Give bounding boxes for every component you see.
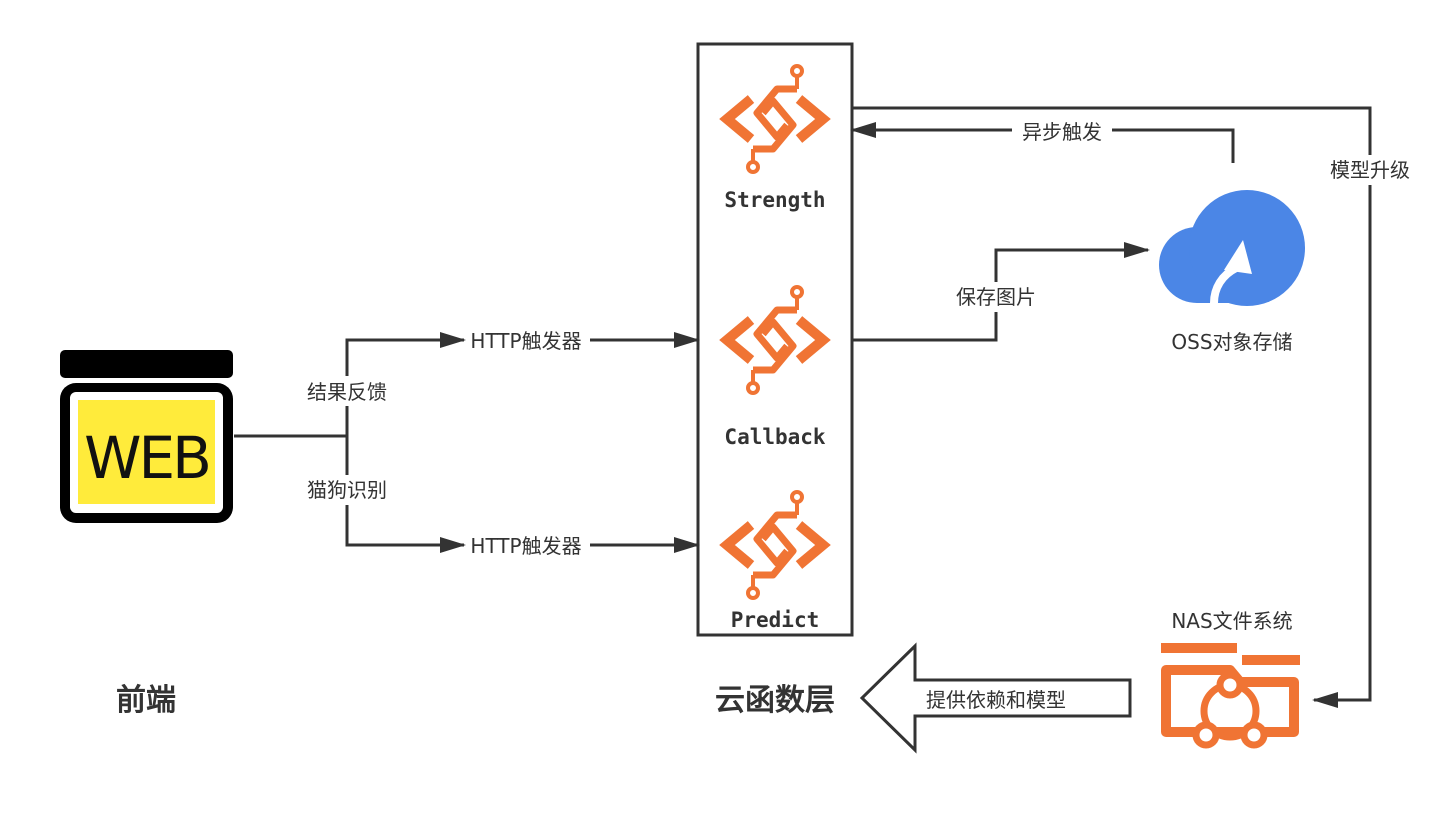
provide-deps-arrow: [859, 642, 1132, 754]
edge-label-provide-deps: 提供依赖和模型: [926, 688, 1066, 712]
edge-label-recognition: 猫狗识别: [307, 478, 387, 502]
function-layer-section-title: 云函数层: [715, 683, 835, 718]
edge-label-http-trigger-top: HTTP触发器: [470, 329, 581, 353]
callback-function-label: Callback: [724, 425, 826, 449]
predict-function-label: Predict: [731, 608, 820, 632]
predict-function-icon: [727, 492, 823, 598]
strength-function-icon: [727, 66, 823, 172]
edge-label-save-image: 保存图片: [956, 285, 1036, 309]
nas-folder-icon: [1161, 643, 1300, 749]
edge-label-async-trigger: 异步触发: [1022, 120, 1102, 144]
edge-label-http-trigger-bottom: HTTP触发器: [470, 534, 581, 558]
web-label: WEB: [84, 424, 209, 492]
nas-label: NAS文件系统: [1171, 609, 1292, 633]
callback-function-icon: [727, 287, 823, 393]
edge-label-feedback: 结果反馈: [307, 380, 387, 404]
edge-oss-to-strength: [850, 122, 1235, 163]
cloud-upload-icon: [1159, 190, 1305, 306]
oss-label: OSS对象存储: [1171, 330, 1292, 354]
frontend-section-title: 前端: [116, 683, 176, 718]
edge-label-model-upgrade: 模型升级: [1330, 158, 1410, 182]
edge-web-to-predict-a: [345, 436, 466, 553]
web-app-icon: WEB: [60, 350, 233, 523]
edge-strength-to-nas: [852, 106, 1372, 708]
strength-function-label: Strength: [724, 188, 825, 212]
